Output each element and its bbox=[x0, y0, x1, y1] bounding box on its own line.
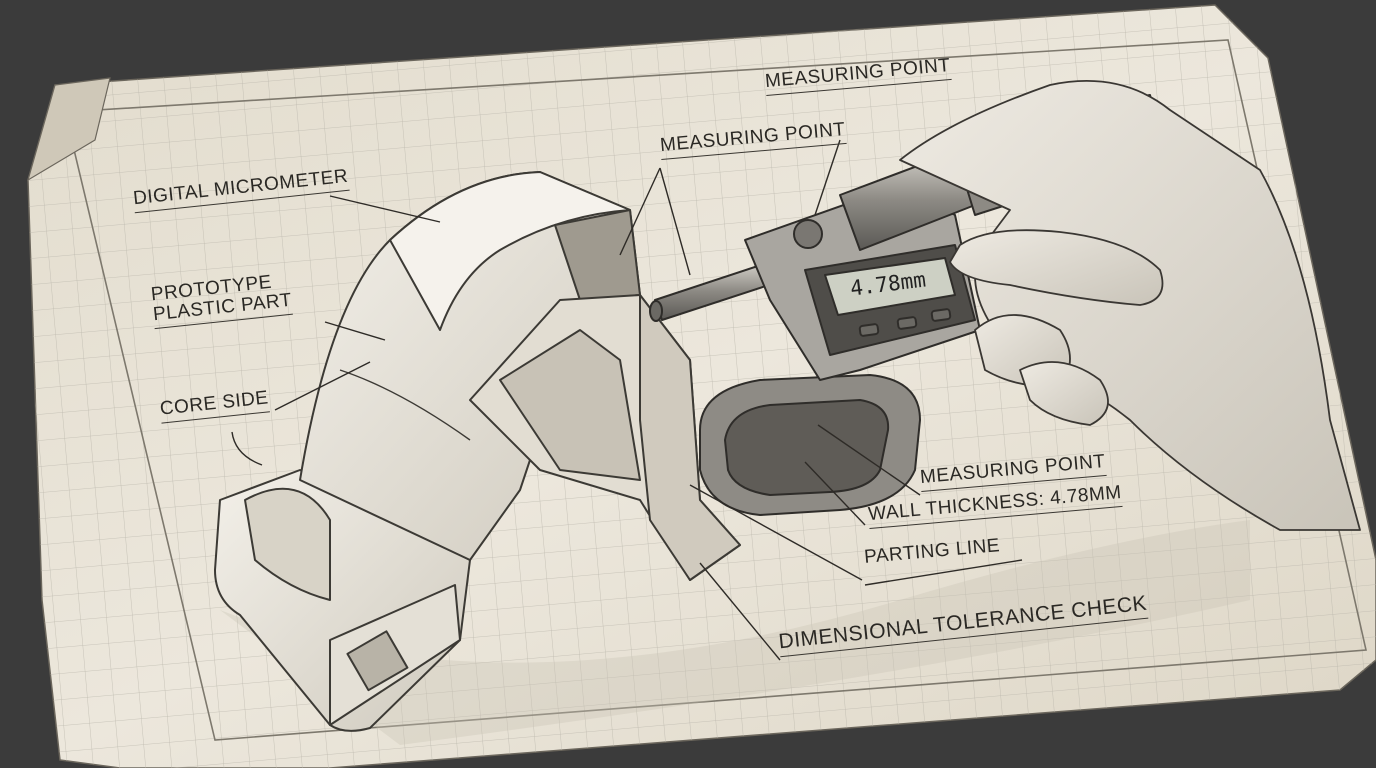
leader-measuring-point-b bbox=[659, 167, 691, 276]
leader-lines bbox=[231, 139, 1023, 661]
leader-tolerance-check bbox=[699, 562, 781, 661]
leader-digital-micrometer bbox=[329, 195, 441, 223]
leader-parting-line bbox=[689, 484, 863, 581]
leader-measuring-point-c bbox=[814, 139, 841, 216]
leader-prototype-part bbox=[324, 321, 386, 341]
leader-measuring-point-a bbox=[619, 167, 661, 256]
leader-measuring-point-right bbox=[817, 424, 921, 496]
underline-parting-line bbox=[864, 559, 1023, 586]
hand bbox=[899, 80, 1361, 531]
leader-core-side bbox=[274, 361, 371, 411]
part-shadow bbox=[220, 520, 1250, 745]
leader-wall-thickness bbox=[804, 461, 866, 526]
leader-core-side-curve bbox=[231, 431, 263, 466]
prototype-plastic-part bbox=[214, 171, 741, 732]
